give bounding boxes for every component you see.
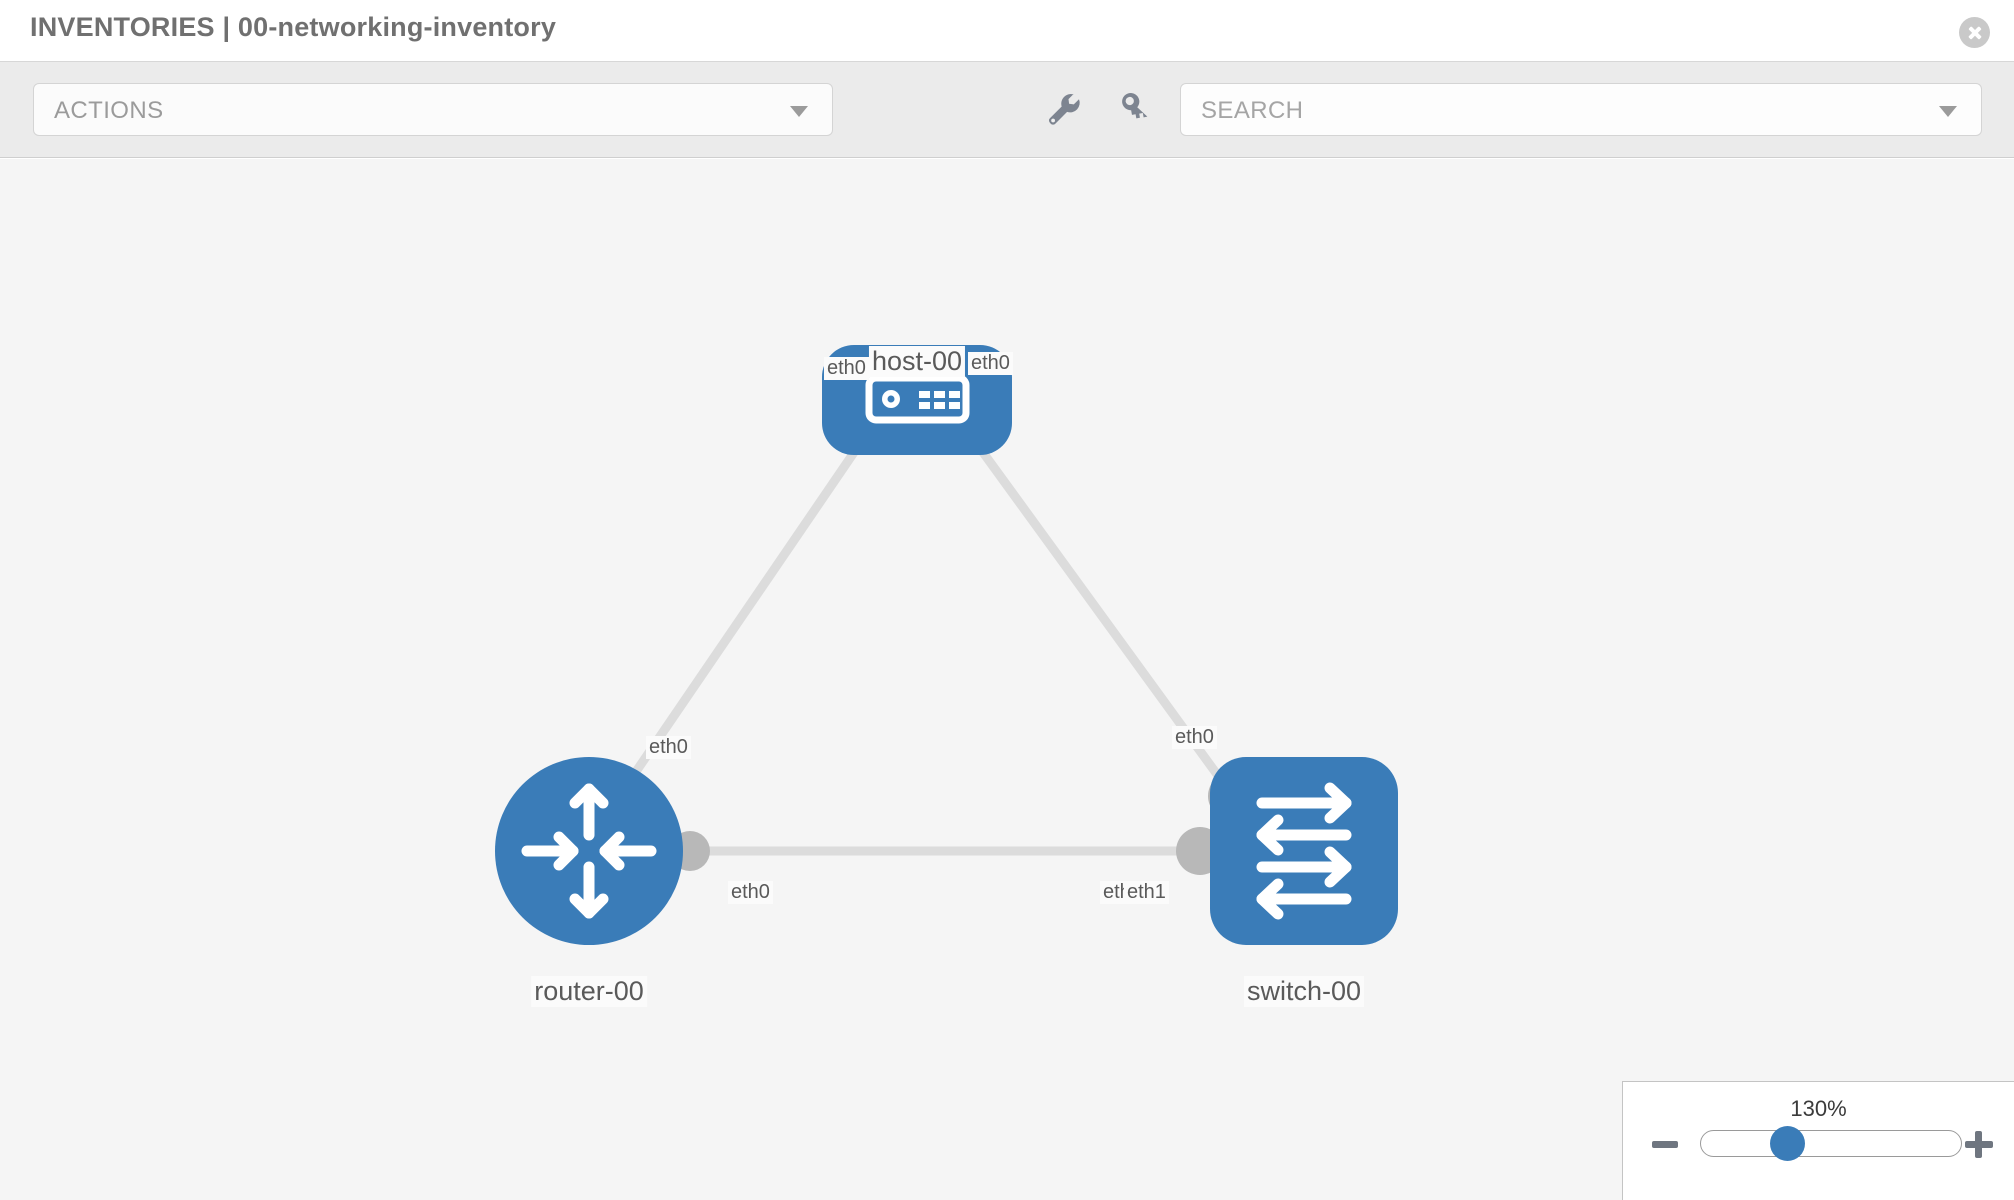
search-input[interactable]: SEARCH <box>1180 83 1982 136</box>
iface-label-router00-top: eth0 <box>646 736 691 759</box>
node-switch-00 <box>1210 757 1398 945</box>
iface-label-switch00-top: eth0 <box>1172 726 1217 749</box>
node-label-switch-00: switch-00 <box>1243 976 1365 1007</box>
zoom-slider-track[interactable] <box>1700 1130 1962 1157</box>
switch-icon <box>1256 782 1352 920</box>
link-host00-router00 <box>615 402 890 800</box>
zoom-slider-handle[interactable] <box>1770 1126 1805 1161</box>
node-label-host-00: host-00 <box>868 346 966 377</box>
close-icon[interactable] <box>1959 17 1990 48</box>
key-icon[interactable] <box>1110 88 1152 130</box>
host-icon <box>865 374 970 424</box>
iface-label-host00-right: eth0 <box>968 352 1013 375</box>
zoom-level-value: 130% <box>1790 1096 1847 1121</box>
chevron-down-icon <box>790 105 808 117</box>
toolbar: ACTIONS SEARCH <box>0 62 2014 158</box>
actions-dropdown[interactable]: ACTIONS <box>33 83 833 136</box>
topology-canvas[interactable]: host-00 router-00 switch-00 eth0 eth0 et… <box>0 159 2014 1200</box>
topology-graph <box>495 345 1398 945</box>
topology-links <box>615 402 1237 856</box>
wrench-icon[interactable] <box>1042 88 1084 130</box>
search-placeholder: SEARCH <box>1201 97 1304 124</box>
search-chevron-down-icon[interactable] <box>1939 105 1957 117</box>
page-title: INVENTORIES | 00-networking-inventory <box>30 12 557 42</box>
iface-label-router00-right: eth0 <box>728 881 773 904</box>
node-router-00 <box>495 757 683 945</box>
page-header: INVENTORIES | 00-networking-inventory <box>0 0 2014 62</box>
iface-label-switch00-left-eth1: eth1 <box>1124 881 1169 904</box>
iface-label-host00-left: eth0 <box>824 357 869 380</box>
topology-connectors <box>670 387 1256 875</box>
zoom-control-panel: 130% <box>1622 1081 2014 1200</box>
actions-dropdown-label: ACTIONS <box>54 97 164 124</box>
node-label-router-00: router-00 <box>531 976 647 1007</box>
zoom-in-button[interactable] <box>1964 1129 1994 1159</box>
zoom-out-button[interactable] <box>1651 1129 1681 1159</box>
router-icon <box>521 783 657 919</box>
